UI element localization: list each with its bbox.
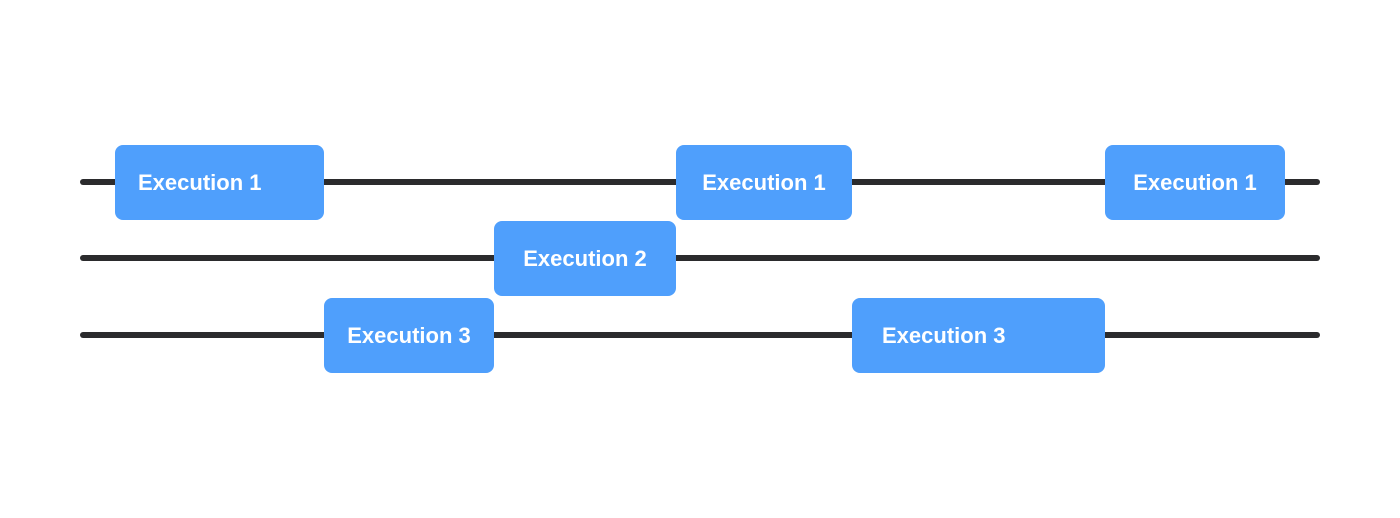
execution-label: Execution 1 xyxy=(138,169,262,195)
execution-label: Execution 3 xyxy=(347,322,471,348)
execution-block-lane-1: Execution 1 xyxy=(1105,145,1285,220)
execution-label: Execution 2 xyxy=(523,245,647,271)
execution-block-lane-3: Execution 3 xyxy=(852,298,1105,373)
execution-label: Execution 1 xyxy=(702,169,826,195)
execution-block-lane-3: Execution 3 xyxy=(324,298,494,373)
execution-block-lane-1: Execution 1 xyxy=(115,145,324,220)
execution-block-lane-2: Execution 2 xyxy=(494,221,676,296)
execution-label: Execution 1 xyxy=(1133,169,1257,195)
execution-label: Execution 3 xyxy=(882,322,1006,348)
execution-block-lane-1: Execution 1 xyxy=(676,145,852,220)
lane-2-line xyxy=(80,255,1320,261)
lane-3-line xyxy=(80,332,1320,338)
